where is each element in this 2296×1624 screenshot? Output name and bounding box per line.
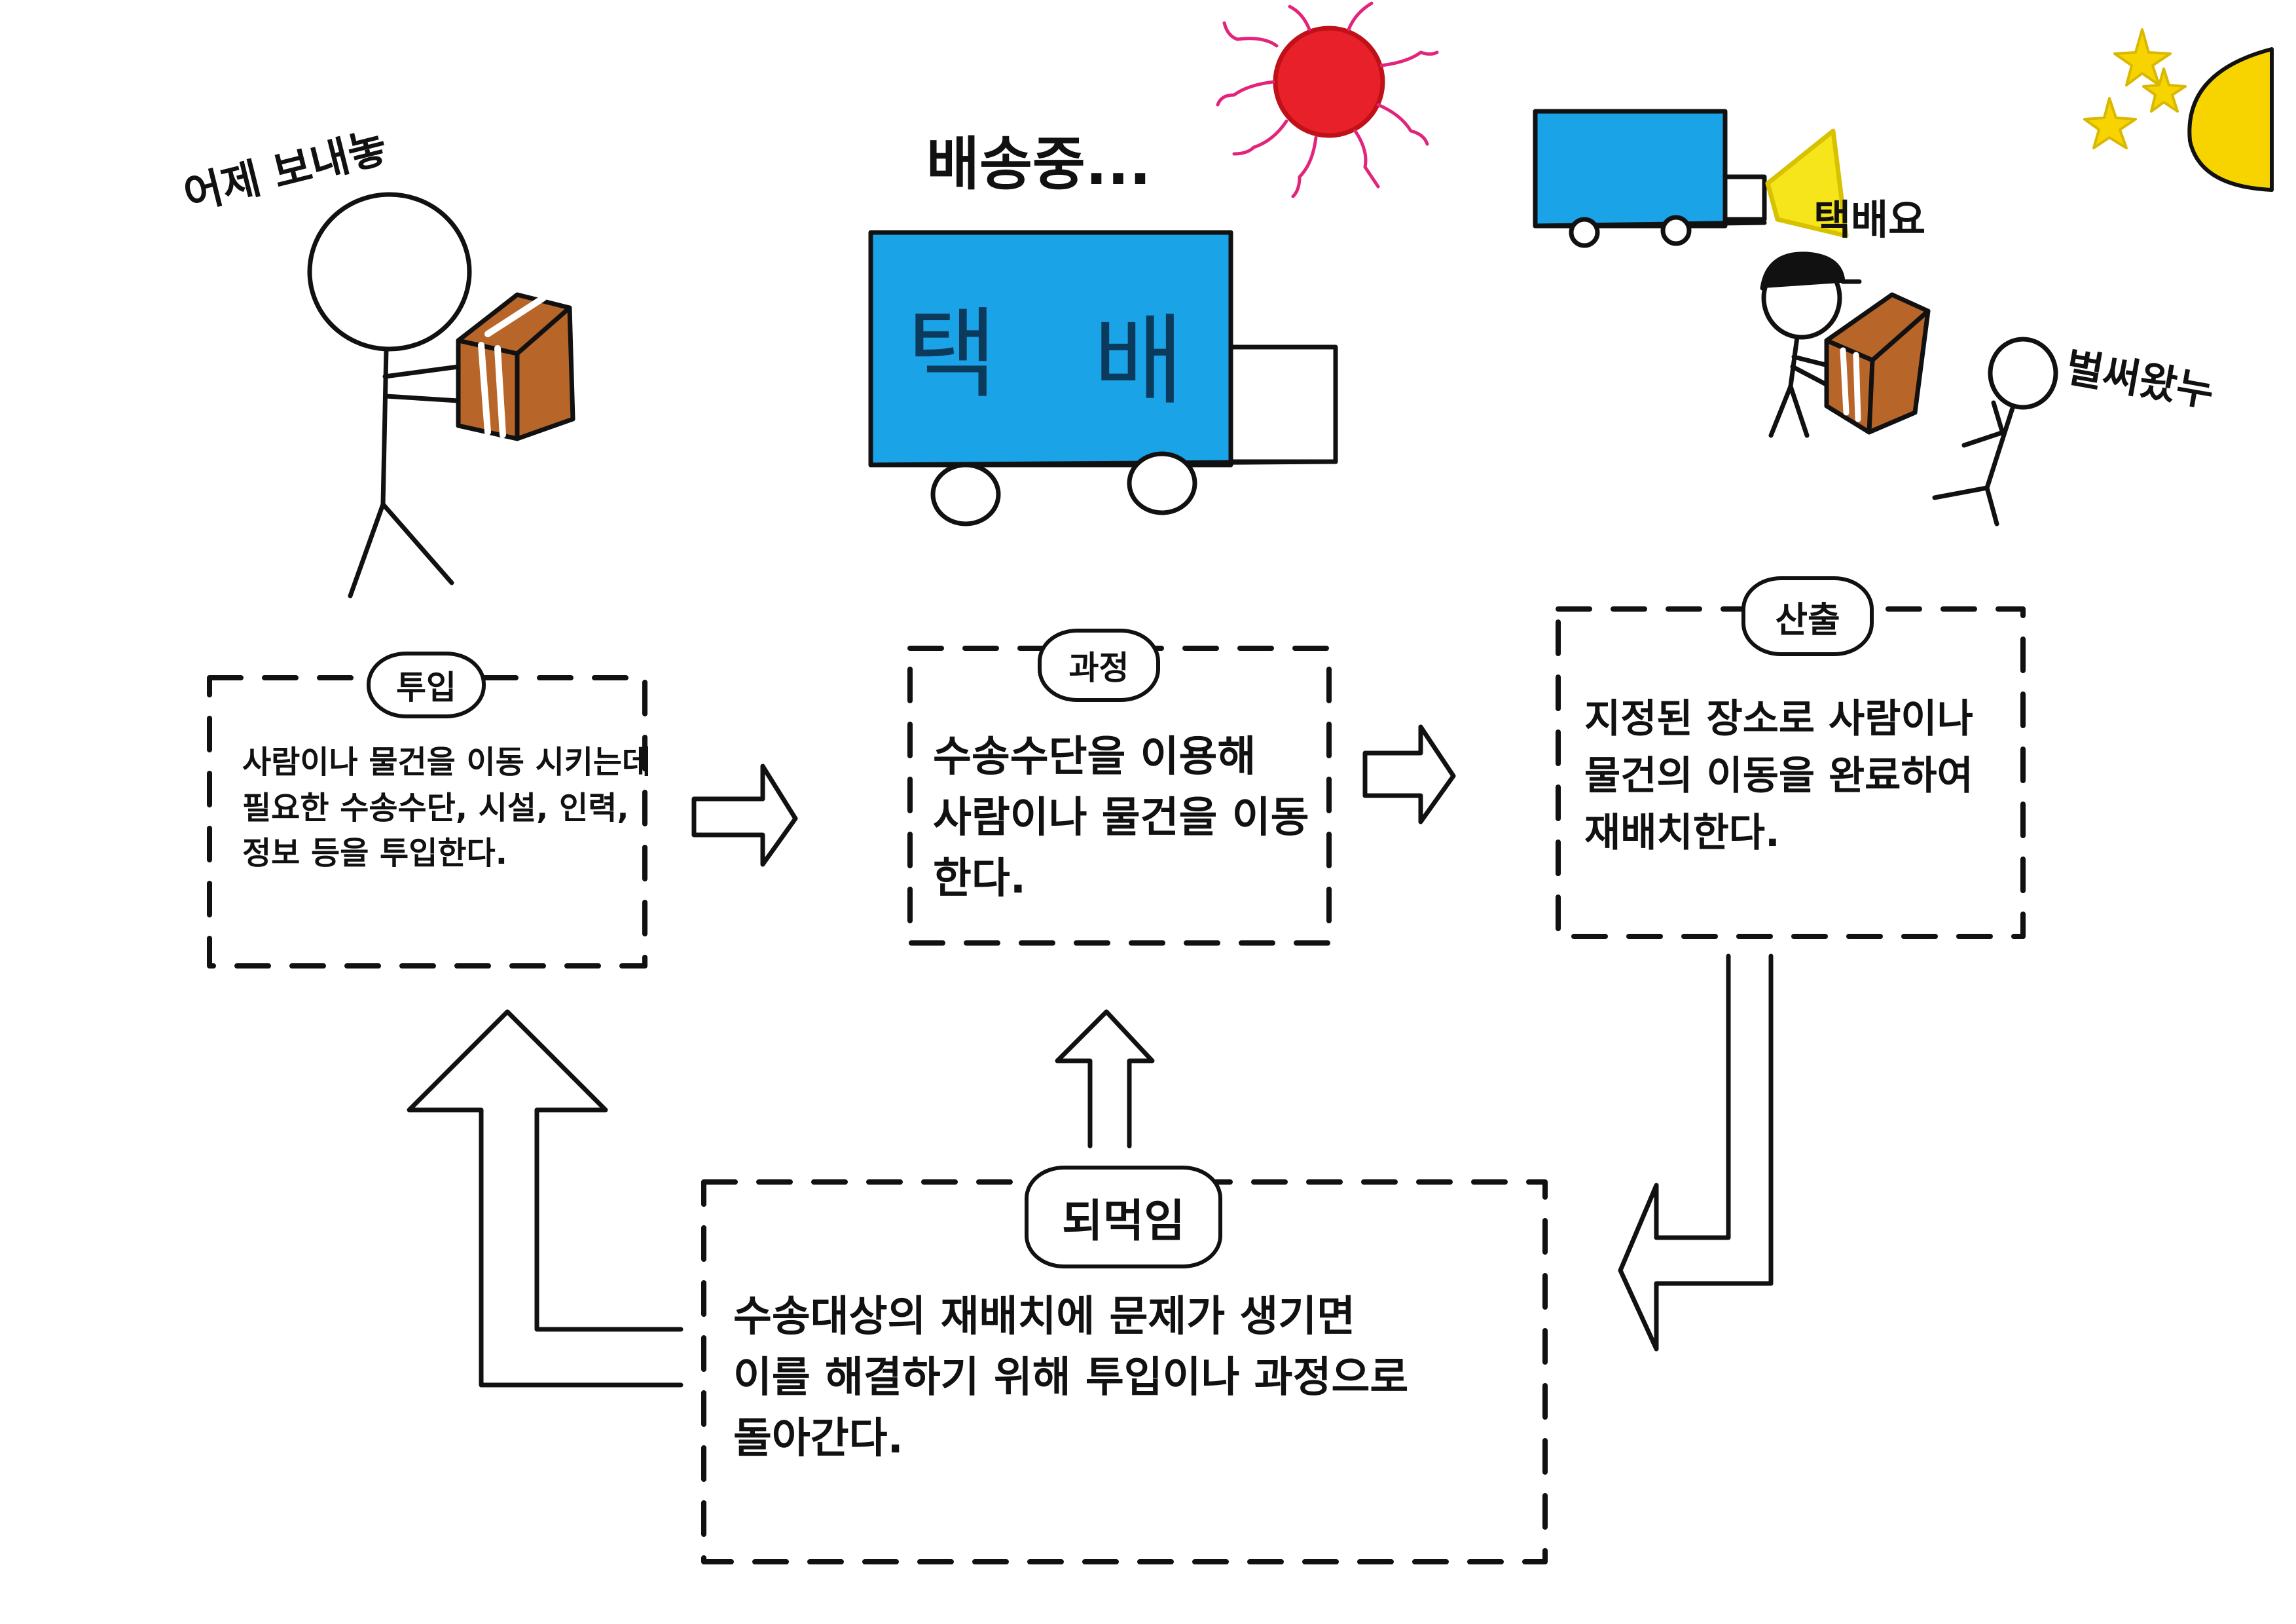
output-description: 지정된 장소로 사람이나 물건의 이동을 완료하여 재배치한다. [1584, 696, 1973, 856]
truck-label-2: 배 [1093, 304, 1184, 418]
output-title: 산출 [1741, 576, 1874, 656]
arrow-feedback-to-process [1055, 1009, 1155, 1149]
receiver-figure [1932, 337, 2058, 526]
arrow-output-to-feedback [1618, 953, 1774, 1352]
input-description: 사람이나 물건을 이동 시키는데 필요한 수송수단, 시설, 인력, 정보 등을… [242, 744, 651, 872]
process-box [907, 646, 1332, 946]
moon-icon [2187, 47, 2274, 192]
input-title: 투입 [367, 652, 486, 718]
courier-package-icon [1824, 292, 1931, 435]
shipping-caption: 배송중... [926, 130, 1152, 198]
truck-label-1: 택 [907, 298, 998, 412]
delivery-truck-icon [868, 230, 1338, 526]
package-icon [456, 292, 575, 441]
arrow-feedback-to-input [407, 1009, 683, 1388]
arrow-input-to-process [691, 764, 798, 867]
feedback-description: 수송대상의 재배치에 문제가 생기면 이를 해결하기 위해 투입이나 과정으로 … [733, 1293, 1409, 1463]
stars-icon [2083, 28, 2187, 149]
small-truck-icon [1533, 109, 1849, 248]
courier-call: 택배요 [1813, 196, 1926, 244]
feedback-box [701, 1179, 1548, 1564]
sun-icon [1216, 1, 1439, 198]
arrow-process-to-output [1362, 724, 1456, 824]
process-title: 과정 [1038, 629, 1160, 702]
process-description: 수송수단을 이용해 사람이나 물건을 이동 한다. [933, 733, 1309, 903]
sender-figure [307, 192, 472, 599]
feedback-title: 되먹임 [1025, 1166, 1222, 1268]
